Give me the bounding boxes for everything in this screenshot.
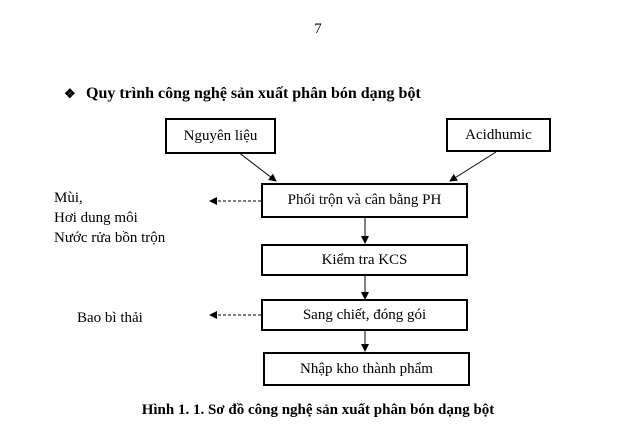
diamond-bullet-icon: ❖ (64, 86, 76, 101)
input-box-raw-material: Nguyên liệu (165, 118, 276, 154)
figure-caption: Hình 1. 1. Sơ đồ công nghệ sản xuất phân… (141, 402, 495, 418)
arrow-input2-to-mixing (449, 151, 497, 182)
section-heading-text: Quy trình công nghệ sản xuất phân bón dạ… (86, 85, 421, 102)
step-box-packaging: Sang chiết, đóng gói (261, 299, 468, 331)
packaging-waste-list: Bao bì thải (77, 308, 143, 328)
step-box-warehouse: Nhập kho thành phẩm (263, 352, 470, 386)
step-label: Phối trộn và cân bằng PH (287, 192, 442, 208)
step-label: Nhập kho thành phẩm (300, 360, 433, 377)
input-label: Nguyên liệu (183, 127, 258, 144)
step-box-kcs: Kiểm tra KCS (261, 244, 468, 276)
step-box-mixing: Phối trộn và cân bằng PH (261, 183, 468, 218)
input-box-acidhumic: Acidhumic (446, 118, 551, 152)
section-heading: ❖ Quy trình công nghệ sản xuất phân bón d… (64, 85, 421, 103)
input-label: Acidhumic (465, 126, 532, 143)
waste-item: Mùi, (54, 190, 83, 206)
step-label: Sang chiết, đóng gói (302, 306, 427, 323)
waste-item: Nước rửa bồn trộn (54, 230, 166, 246)
mixing-waste-list: Mùi, Hơi dung môi Nước rửa bồn trộn (54, 188, 165, 248)
waste-item: Hơi dung môi (54, 210, 138, 226)
page-number: 7 (314, 21, 322, 37)
step-label: Kiểm tra KCS (321, 251, 408, 268)
waste-item: Bao bì thải (77, 310, 143, 326)
arrow-input1-to-mixing (237, 151, 277, 182)
